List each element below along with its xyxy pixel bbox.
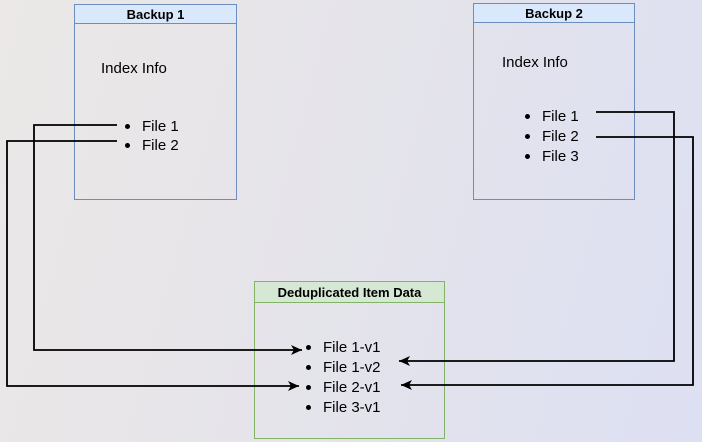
dedup-item-list: File 1-v1 File 1-v2 File 2-v1 File 3-v1: [302, 337, 381, 417]
dedup-item-file2v1: File 2-v1: [302, 377, 381, 397]
bullet-icon: [525, 113, 530, 119]
backup2-item-file3: File 3: [521, 146, 579, 166]
bullet-icon: [125, 143, 130, 148]
backup1-index-info-label: Index Info: [101, 60, 167, 77]
item-label: File 1-v1: [323, 338, 381, 356]
item-label: File 1: [142, 118, 179, 135]
backup1-file-list: File 1 File 2: [121, 117, 179, 155]
item-label: File 2: [542, 127, 579, 145]
backup1-title: Backup 1: [75, 5, 236, 24]
dedup-item-file3v1: File 3-v1: [302, 397, 381, 417]
dedup-box: Deduplicated Item Data File 1-v1 File 1-…: [254, 281, 445, 439]
backup2-index-info-label: Index Info: [502, 54, 568, 71]
backup1-item-file1: File 1: [121, 117, 179, 136]
backup2-box: Backup 2 Index Info File 1 File 2 File 3: [473, 3, 635, 200]
dedup-item-file1v1: File 1-v1: [302, 337, 381, 357]
bullet-icon: [306, 404, 311, 410]
item-label: File 1-v2: [323, 358, 381, 376]
bullet-icon: [125, 124, 130, 129]
bullet-icon: [525, 133, 530, 139]
backup2-title: Backup 2: [474, 4, 634, 23]
dedup-item-file1v2: File 1-v2: [302, 357, 381, 377]
backup2-file-list: File 1 File 2 File 3: [521, 106, 579, 166]
backup2-item-file2: File 2: [521, 126, 579, 146]
backup1-box: Backup 1 Index Info File 1 File 2: [74, 4, 237, 200]
bullet-icon: [306, 384, 311, 390]
item-label: File 2: [142, 137, 179, 154]
bullet-icon: [306, 344, 311, 350]
bullet-icon: [525, 153, 530, 159]
backup1-item-file2: File 2: [121, 136, 179, 155]
bullet-icon: [306, 364, 311, 370]
item-label: File 3: [542, 147, 579, 165]
item-label: File 1: [542, 107, 579, 125]
backup2-item-file1: File 1: [521, 106, 579, 126]
item-label: File 3-v1: [323, 398, 381, 416]
item-label: File 2-v1: [323, 378, 381, 396]
dedup-title: Deduplicated Item Data: [255, 282, 444, 303]
